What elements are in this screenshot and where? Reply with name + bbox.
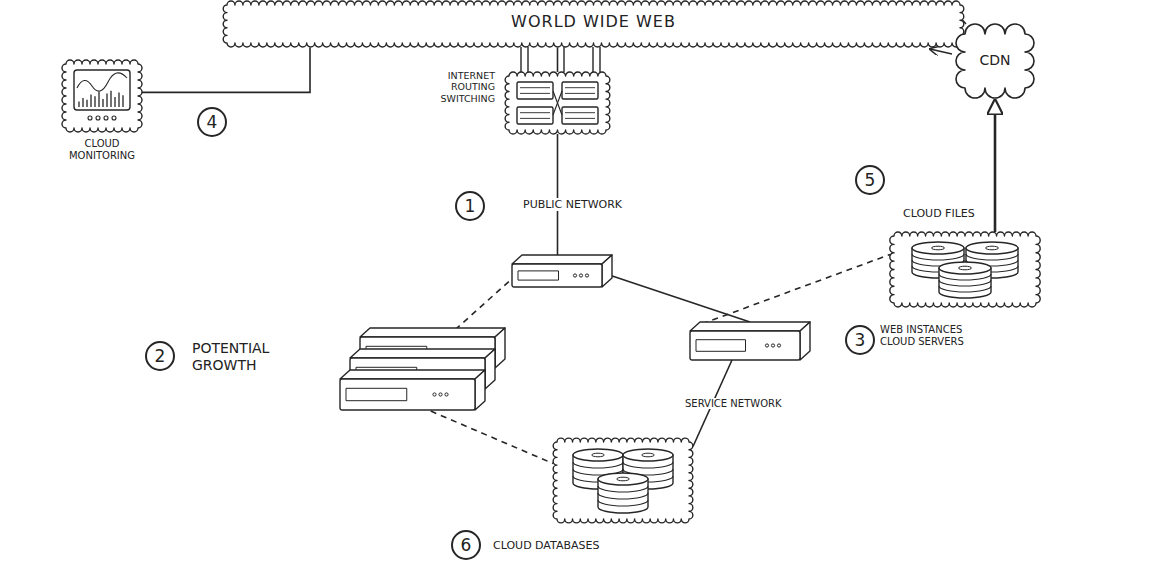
routing-switch: INTERNET ROUTING SWITCHING (505, 72, 610, 134)
node-label: POTENTIAL GROWTH (192, 340, 302, 374)
network-cloud-band: WORLD WIDE WEB (222, 0, 965, 50)
node-label: PUBLIC NETWORK (520, 198, 625, 211)
node-label: WORLD WIDE WEB (222, 12, 965, 31)
storage-array-outline (890, 232, 1040, 307)
uplink-wires (521, 47, 600, 72)
callout-number: 1 (455, 191, 485, 221)
database-array-outline (553, 438, 693, 523)
node-label: CDN (955, 52, 1035, 69)
node-label: CLOUD DATABASES (493, 539, 643, 552)
network-link (142, 48, 310, 93)
database-array: CLOUD DATABASES (553, 438, 693, 523)
callout-number: 5 (855, 165, 885, 195)
server-unit (340, 370, 485, 410)
monitoring-device: CLOUD MONITORING (62, 60, 142, 132)
network-link (557, 134, 559, 255)
server-stack-outline (340, 318, 505, 413)
callout-number: 3 (845, 325, 875, 355)
node-label: CLOUD MONITORING (57, 138, 147, 162)
node-label: INTERNET ROUTING SWITCHING (409, 70, 495, 104)
storage-array: CLOUD FILES (890, 232, 1040, 307)
server: WEB INSTANCES CLOUD SERVERS (690, 322, 810, 360)
network-link (994, 100, 997, 232)
callout-number: 6 (451, 530, 481, 560)
disk-stack (598, 473, 648, 513)
network-label: SERVICE NETWORK (682, 398, 785, 409)
server-unit (690, 322, 810, 360)
server-stack: POTENTIAL GROWTH (340, 318, 505, 413)
dashed-link (456, 274, 518, 329)
dashed-link (702, 255, 890, 324)
node-label: WEB INSTANCES CLOUD SERVERS (880, 324, 998, 348)
network-link (607, 274, 750, 322)
monitoring-device-outline (62, 60, 142, 132)
callout-number: 4 (197, 107, 227, 137)
server-outline (690, 322, 810, 360)
disk-stack (939, 262, 991, 298)
router: PUBLIC NETWORK (512, 255, 612, 287)
server-unit (512, 255, 612, 287)
callout-number: 2 (145, 341, 175, 371)
network-link (557, 48, 559, 73)
cdn-cloud: CDN (955, 22, 1035, 100)
node-label: CLOUD FILES (900, 207, 978, 220)
dashed-link (431, 411, 553, 463)
routing-switch-outline (505, 72, 610, 134)
router-outline (512, 255, 612, 287)
